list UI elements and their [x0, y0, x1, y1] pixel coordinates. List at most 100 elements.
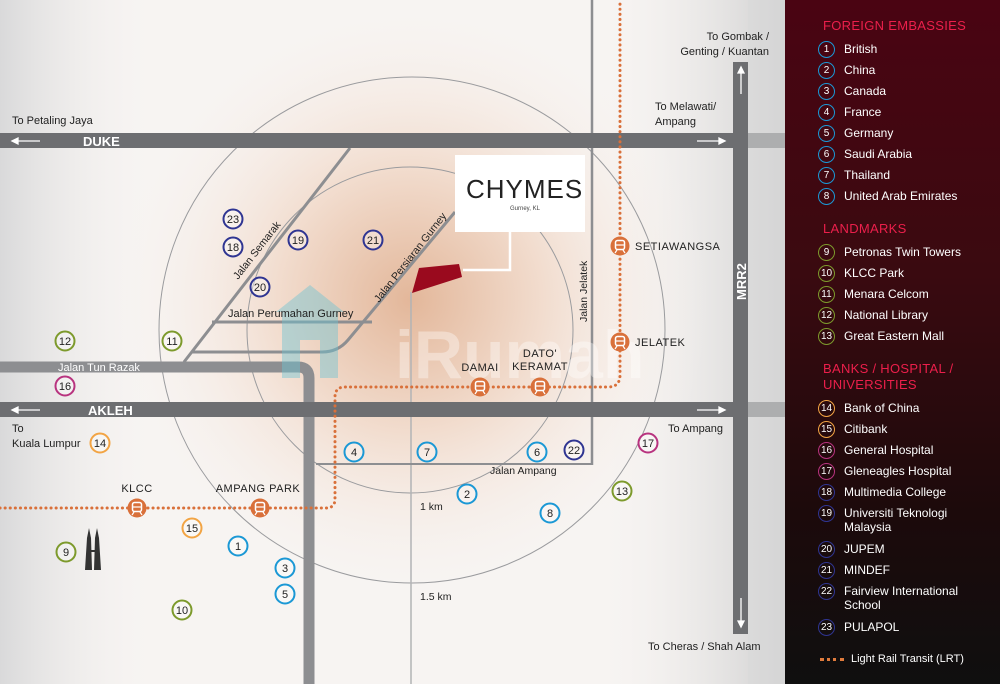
legend-marker-number: 16 [818, 442, 835, 459]
map-marker-number: 17 [642, 438, 654, 450]
map-marker-number: 13 [616, 486, 628, 498]
station-label: AMPANG PARK [216, 483, 301, 495]
direction-kl-line1: To [12, 423, 24, 435]
road-mrr2 [733, 62, 748, 634]
map-marker[interactable]: 10 [171, 599, 193, 621]
map-marker-number: 19 [292, 235, 304, 247]
direction-gombak-line1: To Gombak / [707, 31, 770, 43]
map-marker[interactable]: 23 [222, 208, 244, 230]
train-icon [127, 498, 147, 518]
map-marker-number: 9 [63, 547, 69, 559]
map-marker[interactable]: 18 [222, 236, 244, 258]
legend-section-title: BANKS / HOSPITAL / [823, 361, 954, 376]
legend-item-label: PULAPOL [844, 620, 900, 634]
legend-item-label: General Hospital [844, 443, 934, 457]
road-label-perumahan-gurney: Jalan Perumahan Gurney [228, 308, 354, 320]
lrt-line [0, 0, 622, 510]
petronas-towers-icon [85, 528, 101, 570]
radius-circle-outer [158, 76, 666, 584]
legend-marker-number: 3 [818, 83, 835, 100]
road-label-ampang: Jalan Ampang [490, 465, 557, 477]
map-marker[interactable]: 16 [54, 375, 76, 397]
map-marker[interactable]: 14 [89, 432, 111, 454]
map-marker-number: 16 [59, 381, 71, 393]
project-logo-text: CHYMES [466, 174, 583, 204]
map-marker-number: 2 [464, 489, 470, 501]
legend-marker-number: 19 [818, 505, 835, 522]
map-marker-number: 8 [547, 508, 553, 520]
map-marker[interactable]: 22 [563, 439, 585, 461]
map-marker[interactable]: 7 [416, 441, 438, 463]
legend-item-label: Thailand [844, 168, 891, 182]
legend-marker-number: 22 [818, 583, 835, 600]
map-marker[interactable]: 19 [287, 229, 309, 251]
map-marker[interactable]: 11 [161, 330, 183, 352]
legend-section-title: FOREIGN EMBASSIES [823, 18, 967, 33]
legend-marker-number: 11 [818, 286, 835, 303]
legend-marker-number: 9 [818, 244, 835, 261]
map-marker[interactable]: 15 [181, 517, 203, 539]
legend-item: 3 Canada [818, 83, 994, 101]
legend-item: 9 Petronas Twin Towers [818, 244, 994, 262]
map-marker-number: 10 [176, 605, 188, 617]
lrt-station: KLCC [121, 483, 152, 518]
legend-item-label: Gleneagles Hospital [844, 464, 952, 478]
road-label-duke: DUKE [83, 134, 120, 149]
location-map: iRumah DUKE AKLEH MRR2 Jalan Tun Razak J… [0, 0, 785, 684]
direction-petaling-jaya: To Petaling Jaya [12, 115, 94, 127]
legend-marker-number: 20 [818, 541, 835, 558]
legend-marker-number: 8 [818, 188, 835, 205]
road-akleh [0, 402, 785, 417]
map-marker[interactable]: 6 [526, 441, 548, 463]
map-marker[interactable]: 2 [456, 483, 478, 505]
legend-item-label: Citibank [844, 422, 888, 436]
legend-lrt-key: Light Rail Transit (LRT) [820, 653, 964, 665]
train-icon [610, 332, 630, 352]
map-marker-number: 6 [534, 447, 540, 459]
radius-circle-inner [246, 166, 574, 494]
direction-kl-line2: Kuala Lumpur [12, 438, 81, 450]
radius-label-1km: 1 km [420, 501, 443, 513]
legend-item-label: Canada [844, 84, 887, 98]
legend-marker-number: 21 [818, 562, 835, 579]
direction-melawati-line1: To Melawati/ [655, 101, 717, 113]
map-marker[interactable]: 9 [55, 541, 77, 563]
road-label-mrr2: MRR2 [734, 263, 749, 300]
map-marker[interactable]: 4 [343, 441, 365, 463]
legend-item-label: Multimedia College [844, 485, 947, 499]
legend-section-title: LANDMARKS [823, 221, 907, 236]
lrt-station: SETIAWANGSA [610, 236, 721, 256]
map-marker-number: 7 [424, 447, 430, 459]
map-marker-number: 5 [282, 589, 288, 601]
map-marker[interactable]: 20 [249, 276, 271, 298]
map-marker-number: 22 [568, 445, 580, 457]
map-marker[interactable]: 3 [274, 557, 296, 579]
station-label: SETIAWANGSA [635, 241, 721, 253]
map-marker[interactable]: 21 [362, 229, 384, 251]
map-marker[interactable]: 13 [611, 480, 633, 502]
legend-item-label: Petronas Twin Towers [844, 245, 961, 259]
map-marker[interactable]: 5 [274, 583, 296, 605]
legend-item-label: France [844, 105, 882, 119]
legend-marker-number: 12 [818, 307, 835, 324]
map-marker[interactable]: 8 [539, 502, 561, 524]
map-marker[interactable]: 1 [227, 535, 249, 557]
train-icon [530, 377, 550, 397]
map-marker[interactable]: 12 [54, 330, 76, 352]
legend-marker-number: 17 [818, 463, 835, 480]
radius-label-1-5km: 1.5 km [420, 591, 452, 603]
map-marker[interactable]: 17 [637, 432, 659, 454]
